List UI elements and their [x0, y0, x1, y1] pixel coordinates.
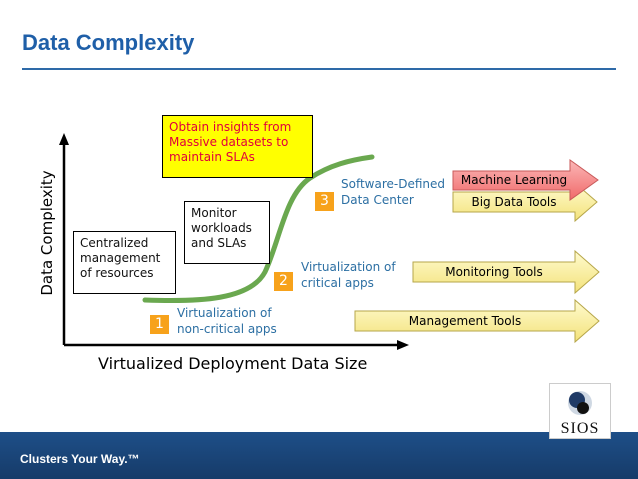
stage-badge-3: [315, 192, 334, 211]
axes: [59, 133, 409, 350]
y-axis-label: Data Complexity: [38, 170, 56, 296]
monitoring-tools-label: Monitoring Tools: [445, 265, 543, 279]
centralized-management-box: Centralized management of resources: [73, 231, 176, 294]
stage-number-3: 3: [320, 193, 329, 209]
obtain-insights-box: Obtain insights from Massive datasets to…: [162, 115, 313, 178]
sios-logo-mark: [568, 391, 592, 415]
stage-badge-1: [150, 315, 169, 334]
stage-number-2: 2: [279, 273, 288, 289]
slide-title: Data Complexity: [22, 30, 195, 55]
stage-3-label-line2: Data Center: [341, 193, 414, 207]
stage-number-1: 1: [155, 316, 164, 332]
stage-3-label-line1: Software-Defined: [341, 177, 446, 191]
machine-learning-label: Machine Learning: [460, 173, 568, 187]
stage-1-label-line2: non-critical apps: [177, 322, 277, 336]
monitor-workloads-box: Monitor workloads and SLAs: [184, 201, 270, 264]
title-divider: [22, 68, 616, 70]
sios-logo-text: SIOS: [560, 420, 600, 437]
stage-2-label-line1: Virtualization of: [301, 260, 396, 274]
x-axis-arrowhead: [397, 340, 409, 350]
big-data-tools-label: Big Data Tools: [471, 195, 557, 209]
stage-1-label-line1: Virtualization of: [177, 306, 272, 320]
arrow-monitoring-tools: [412, 249, 600, 295]
x-axis-label: Virtualized Deployment Data Size: [98, 354, 368, 373]
footer-tagline: Clusters Your Way.™: [20, 452, 140, 466]
stage-2-label-line2: critical apps: [301, 276, 374, 290]
y-axis-arrowhead: [59, 133, 69, 145]
sios-logo: SIOS: [549, 383, 611, 439]
management-tools-label: Management Tools: [408, 314, 522, 328]
arrow-machine-learning: [452, 159, 599, 201]
stage-badge-2: [274, 272, 293, 291]
footer-bar: [0, 432, 638, 479]
arrow-management-tools: [354, 298, 600, 344]
growth-curve: [142, 154, 375, 304]
